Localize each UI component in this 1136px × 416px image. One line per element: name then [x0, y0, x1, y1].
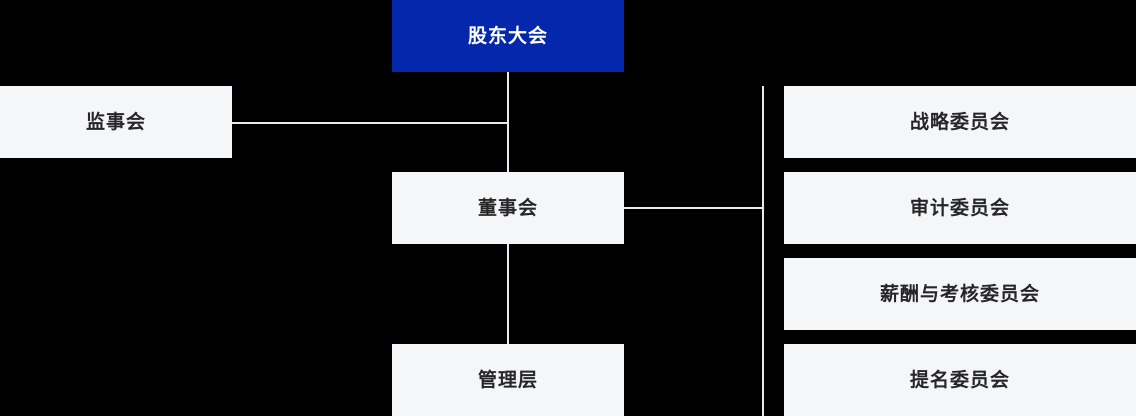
node-shareholders-meeting[interactable]: 股东大会: [392, 0, 624, 72]
node-committee-audit[interactable]: 审计委员会: [784, 172, 1136, 244]
connector-directors-to-committees: [624, 207, 764, 209]
node-committee-audit-label: 审计委员会: [909, 197, 1010, 219]
node-board-of-supervisors-label: 监事会: [85, 111, 146, 133]
node-board-of-directors-label: 董事会: [477, 197, 538, 219]
node-management[interactable]: 管理层: [392, 344, 624, 416]
node-committee-strategy[interactable]: 战略委员会: [784, 86, 1136, 158]
node-management-label: 管理层: [477, 369, 538, 391]
node-committee-compensation-and-appraisal[interactable]: 薪酬与考核委员会: [784, 258, 1136, 330]
connector-supervisors-to-trunk: [232, 122, 509, 124]
node-committee-nomination[interactable]: 提名委员会: [784, 344, 1136, 416]
node-shareholders-meeting-label: 股东大会: [467, 25, 548, 47]
connector-committees-trunk: [762, 86, 764, 416]
node-board-of-supervisors[interactable]: 监事会: [0, 86, 232, 158]
connector-directors-to-management: [507, 244, 509, 344]
node-committee-compensation-and-appraisal-label: 薪酬与考核委员会: [879, 283, 1040, 305]
node-committee-strategy-label: 战略委员会: [909, 111, 1010, 133]
node-board-of-directors[interactable]: 董事会: [392, 172, 624, 244]
node-committee-nomination-label: 提名委员会: [909, 369, 1010, 391]
